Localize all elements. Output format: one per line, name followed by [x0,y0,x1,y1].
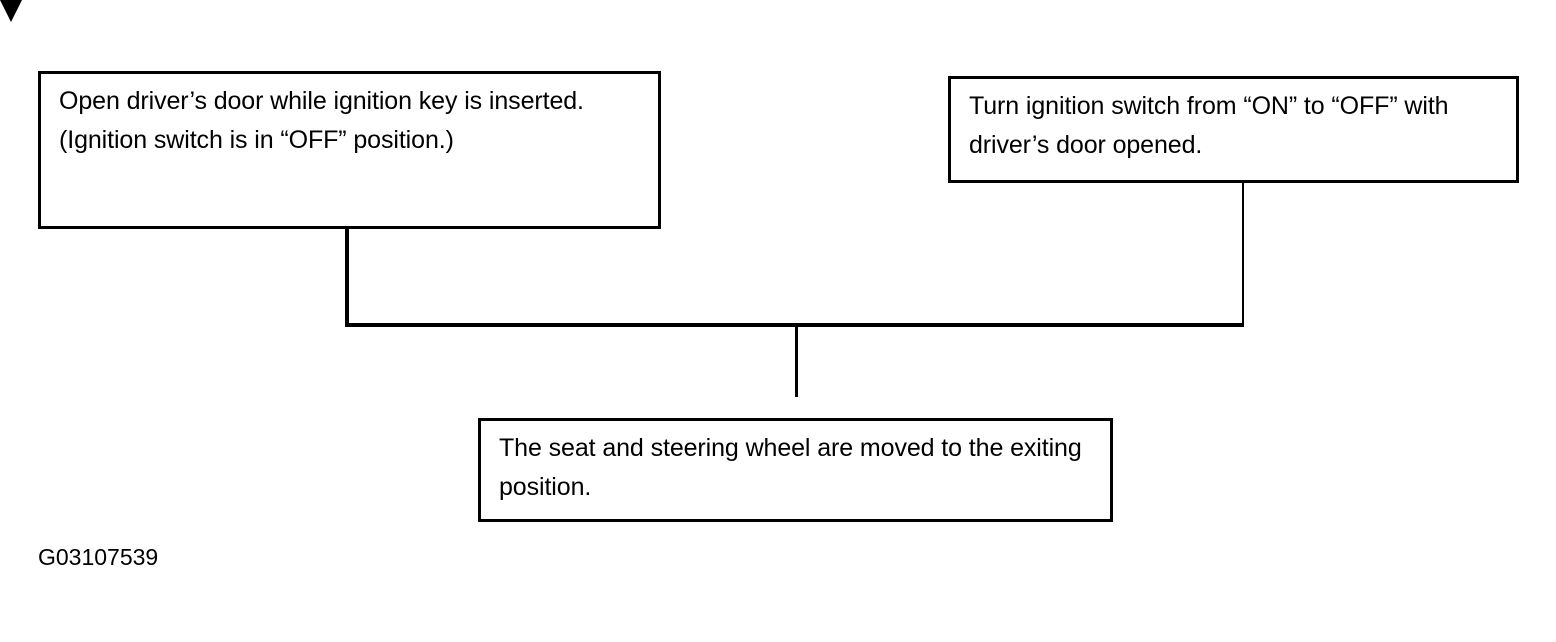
flow-node-open-door-label: Open driver’s door while ignition key is… [59,87,584,154]
flow-node-turn-switch-label: Turn ignition switch from “ON” to “OFF” … [969,92,1449,159]
flow-node-open-door: Open driver’s door while ignition key is… [38,71,661,229]
arrow-down-icon [0,0,22,22]
connector-junction-bar [345,323,1244,327]
flow-node-result: The seat and steering wheel are moved to… [478,418,1113,522]
flow-node-result-label: The seat and steering wheel are moved to… [499,434,1082,501]
connector-open-door-stem [345,228,349,327]
figure-caption: G03107539 [38,544,159,570]
flow-node-turn-switch: Turn ignition switch from “ON” to “OFF” … [948,76,1519,183]
connector-turn-switch-stem [1242,182,1244,327]
connector-arrow-shaft [795,325,798,397]
